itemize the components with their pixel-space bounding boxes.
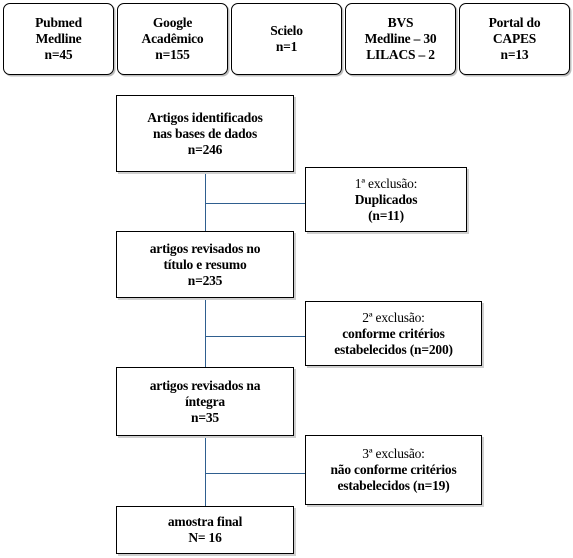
box-exclusion-2: 2ª exclusão: conforme critérios estabele…: [305, 301, 482, 366]
source-google-academico: Google Acadêmico n=155: [117, 3, 228, 75]
source-subname: Medline – 30: [364, 31, 437, 46]
source-subname-2: LILACS – 2: [366, 47, 435, 62]
source-name: BVS: [387, 15, 414, 30]
box-line: artigos revisados na: [149, 377, 261, 393]
exclusion-reason: Duplicados: [354, 191, 418, 207]
box-exclusion-1: 1ª exclusão: Duplicados (n=11): [305, 167, 467, 232]
source-name: Portal do: [488, 15, 541, 30]
source-subname: Medline: [35, 31, 82, 46]
box-line: artigos revisados no: [149, 240, 261, 256]
exclusion-count: estabelecidos (n=200): [334, 341, 453, 357]
source-count: n=13: [500, 47, 529, 62]
exclusion-reason: não conforme critérios: [330, 462, 457, 477]
box-identified: Artigos identificados nas bases de dados…: [116, 95, 294, 172]
box-count: N= 16: [188, 530, 222, 545]
connector-line: [205, 436, 206, 506]
connector-branch: [205, 203, 305, 204]
source-count: n=45: [44, 47, 73, 62]
box-line: amostra final: [167, 514, 243, 529]
exclusion-reason: conforme critérios: [342, 325, 445, 341]
source-subname: CAPES: [492, 31, 537, 46]
exclusion-title: 3ª exclusão:: [362, 446, 425, 461]
source-scielo: Scielo n=1: [231, 3, 342, 75]
source-bvs: BVS Medline – 30 LILACS – 2: [345, 3, 456, 75]
box-count: n=235: [187, 272, 223, 288]
exclusion-title: 1ª exclusão:: [354, 175, 418, 191]
box-fulltext: artigos revisados na íntegra n=35: [116, 367, 294, 436]
source-pubmed: Pubmed Medline n=45: [3, 3, 114, 75]
box-count: n=246: [187, 141, 223, 157]
source-count: n=155: [155, 47, 190, 62]
box-line: Artigos identificados: [147, 109, 263, 125]
exclusion-count: (n=11): [368, 207, 404, 223]
exclusion-count: estabelecidos (n=19): [337, 478, 450, 493]
box-line: íntegra: [185, 393, 225, 409]
box-line: título e resumo: [163, 256, 247, 272]
box-screened: artigos revisados no título e resumo n=2…: [116, 231, 294, 298]
connector-line: [205, 172, 206, 231]
source-subname: Acadêmico: [141, 31, 204, 46]
box-final-sample: amostra final N= 16: [116, 506, 294, 554]
box-count: n=35: [191, 409, 219, 425]
source-name: Google: [152, 15, 193, 30]
connector-branch: [205, 336, 305, 337]
source-portal-capes: Portal do CAPES n=13: [459, 3, 570, 75]
connector-line: [205, 298, 206, 367]
box-line: nas bases de dados: [152, 125, 258, 141]
connector-branch: [205, 473, 305, 474]
source-name: Scielo: [270, 23, 303, 38]
box-exclusion-3: 3ª exclusão: não conforme critérios esta…: [305, 435, 482, 505]
exclusion-title: 2ª exclusão:: [362, 309, 425, 325]
source-count: n=1: [275, 39, 298, 54]
source-name: Pubmed: [35, 15, 82, 30]
